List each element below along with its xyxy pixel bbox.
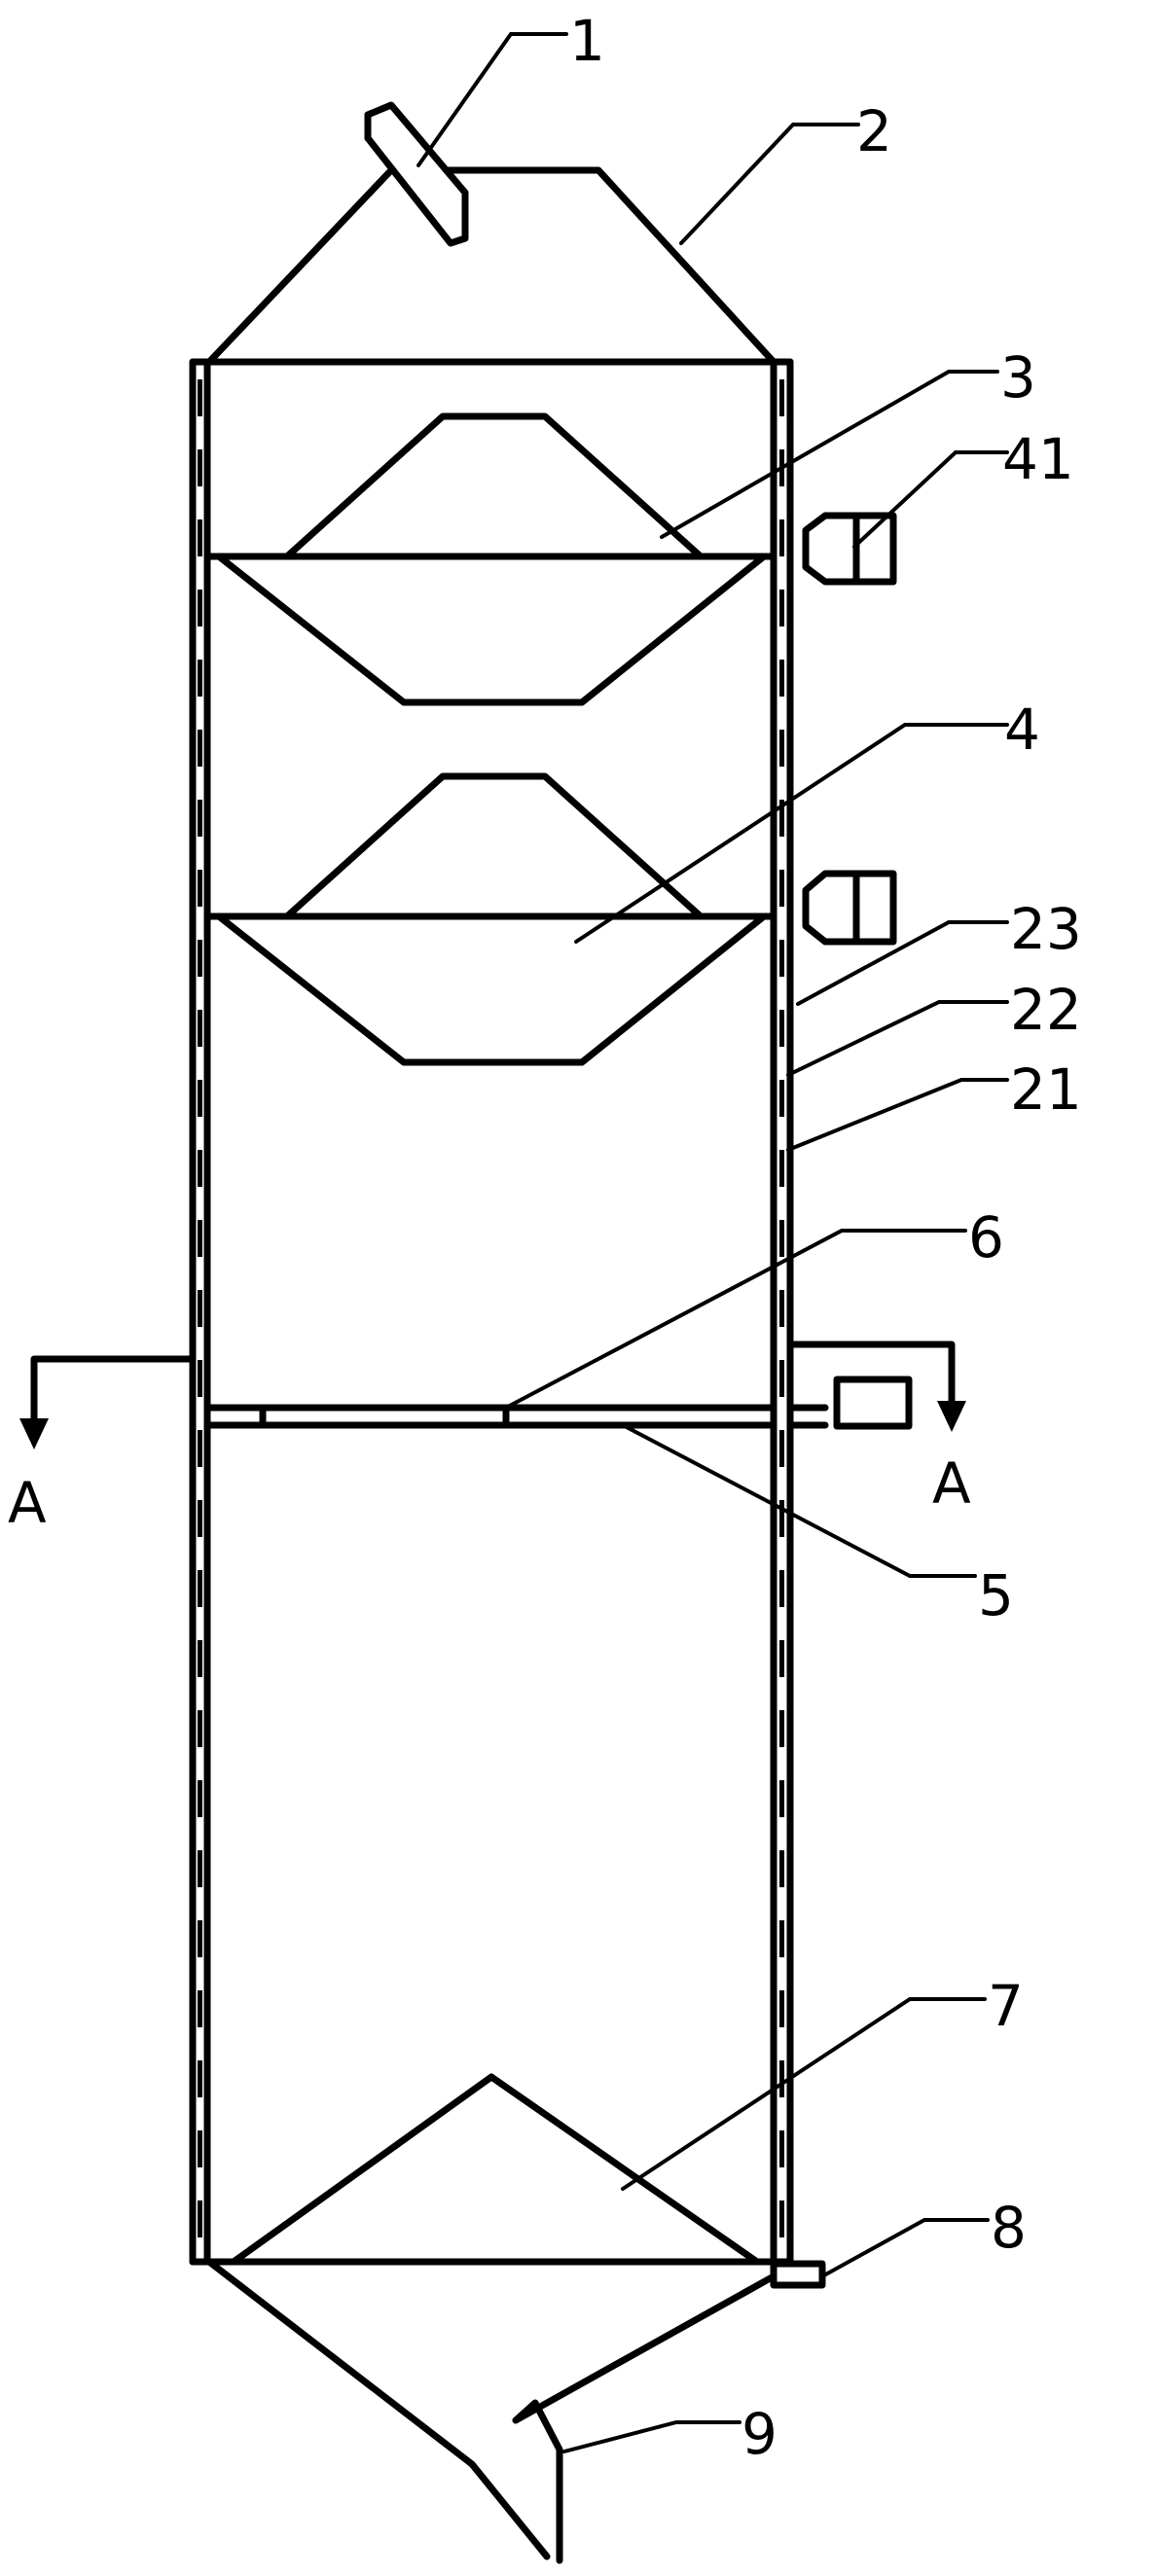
right-wall (770, 358, 794, 2266)
upper-tray (203, 412, 777, 706)
section-marker-right (789, 1341, 966, 1432)
label-22: 22 (1010, 977, 1082, 1043)
label-9: 9 (741, 2401, 777, 2467)
label-6: 6 (968, 1204, 1004, 1270)
nozzle-upper (802, 512, 897, 586)
label-5: 5 (978, 1562, 1014, 1628)
left-wall (189, 358, 211, 2266)
plate-5 (203, 1404, 829, 1429)
roof (205, 166, 777, 366)
label-8: 8 (991, 2195, 1027, 2261)
leader-lines (416, 32, 1009, 2453)
label-4: 4 (1004, 697, 1040, 763)
label-1: 1 (569, 8, 605, 74)
label-3: 3 (1000, 344, 1036, 411)
label-2: 2 (856, 98, 892, 164)
section-label-right: A (932, 1450, 971, 1517)
section-label-left: A (8, 1470, 47, 1536)
section-marker-left (19, 1355, 194, 1449)
label-7: 7 (988, 1973, 1024, 2039)
label-41: 41 (1002, 426, 1074, 492)
side-box (833, 1376, 913, 1430)
nozzle-lower (802, 870, 897, 946)
label-23: 23 (1010, 896, 1082, 962)
lower-tray (203, 772, 777, 1066)
bottom-cone (189, 2073, 794, 2266)
inlet-pipe (364, 101, 469, 247)
label-21: 21 (1010, 1056, 1082, 1123)
hopper-outlet (205, 2258, 777, 2564)
port-8 (770, 2260, 826, 2289)
